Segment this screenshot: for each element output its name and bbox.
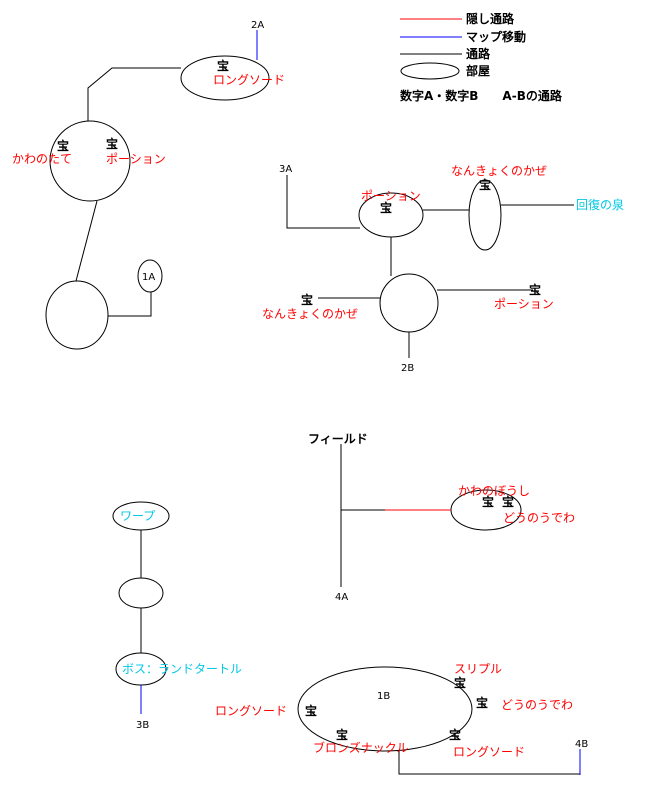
- item-longsword-1b-low: ロングソード: [453, 745, 525, 759]
- treasure-icon: 宝: [529, 282, 541, 297]
- area-bottom-right: フィールド 4A かわのぼうし 宝 宝 どうのうでわ 1B スリプル 宝 どうの…: [215, 432, 588, 775]
- room-1a: [137, 259, 163, 293]
- item-dounoudewa-field: どうのうでわ: [503, 511, 575, 525]
- path-1b-to-4b: [398, 750, 580, 775]
- marker-field: フィールド: [308, 432, 368, 446]
- room-middle: [118, 577, 164, 609]
- item-nankyoku-low: なんきょくのかぜ: [262, 307, 358, 321]
- legend-notation: 数字A・数字B A-Bの通路: [400, 88, 563, 103]
- marker-2a: 2A: [251, 20, 264, 31]
- marker-1b: 1B: [377, 691, 390, 702]
- area-top-right: 3A 2B ポーション 宝 なんきょくのかぜ 宝 回復の泉 宝 なんきょくのかぜ…: [262, 164, 624, 374]
- room-longsword: [180, 55, 270, 101]
- item-suripuru: スリプル: [454, 662, 502, 676]
- room-center-2b: [379, 273, 439, 333]
- treasure-icon: 宝: [449, 727, 461, 742]
- legend-room-label: 部屋: [466, 63, 490, 78]
- special-warp: ワープ: [120, 509, 155, 523]
- item-bronze-knuckle: ブロンズナックル: [313, 740, 408, 755]
- room-1b: [297, 666, 473, 752]
- marker-3a: 3A: [279, 164, 292, 175]
- treasure-icon: 宝: [482, 494, 494, 509]
- treasure-icon: 宝: [502, 494, 514, 509]
- special-spring: 回復の泉: [576, 197, 624, 212]
- special-boss: ボス：ランドタートル: [122, 662, 242, 676]
- path-3a: [286, 175, 360, 229]
- treasure-icon: 宝: [336, 727, 348, 742]
- marker-3b: 3B: [136, 720, 149, 731]
- item-nankyoku-top: なんきょくのかぜ: [451, 164, 547, 178]
- treasure-icon: 宝: [106, 136, 118, 151]
- path-lower-to-1a: [108, 292, 152, 317]
- treasure-icon: 宝: [454, 675, 466, 690]
- legend: 隠し通路 マップ移動 通路 部屋 数字A・数字B A-Bの通路: [400, 11, 563, 103]
- path-longsword-to-large: [87, 67, 181, 121]
- treasure-icon: 宝: [217, 58, 229, 73]
- treasure-icon: 宝: [301, 292, 313, 307]
- legend-room-shape: [400, 62, 460, 80]
- item-potion-left: ポーション: [106, 152, 166, 166]
- item-longsword-top: ロングソード: [213, 73, 285, 87]
- legend-hidden-label: 隠し通路: [466, 11, 515, 26]
- room-large-left: [49, 120, 131, 202]
- room-lower-left: [45, 280, 109, 350]
- legend-path-label: 通路: [466, 46, 491, 61]
- marker-2b: 2B: [401, 363, 414, 374]
- item-kawanotate: かわのたて: [12, 152, 72, 166]
- treasure-icon: 宝: [479, 177, 491, 192]
- legend-mapmove-label: マップ移動: [466, 29, 526, 44]
- treasure-icon: 宝: [305, 703, 317, 718]
- item-dounoudewa-1b: どうのうでわ: [501, 698, 573, 712]
- marker-4a: 4A: [335, 592, 348, 603]
- path-large-to-lower: [75, 200, 98, 282]
- treasure-icon: 宝: [476, 695, 488, 710]
- marker-1a: 1A: [142, 272, 155, 283]
- room-nankyoku-top: [468, 179, 502, 251]
- treasure-icon: 宝: [57, 138, 69, 153]
- item-potion-mid: ポーション: [361, 189, 421, 203]
- marker-4b: 4B: [575, 739, 588, 750]
- area-top-left: 2A 1A 宝 ロングソード 宝 宝 かわのたて ポーション: [12, 20, 285, 350]
- item-longsword-1b: ロングソード: [215, 704, 287, 718]
- item-potion-right: ポーション: [494, 297, 554, 311]
- item-kawanoboushi: かわのぼうし: [458, 484, 530, 498]
- area-bottom-left: ワープ ボス：ランドタートル 3B: [112, 501, 242, 731]
- treasure-icon: 宝: [380, 200, 392, 215]
